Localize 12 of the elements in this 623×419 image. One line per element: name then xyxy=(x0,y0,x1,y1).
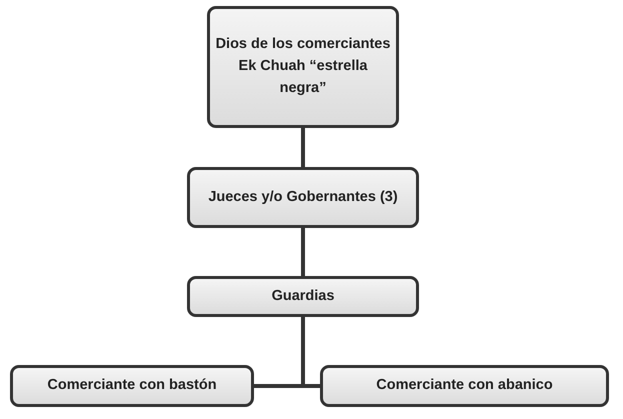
node-label: Dios de los comerciantes Ek Chuah “estrella negra” xyxy=(214,35,392,98)
process-box xyxy=(10,365,254,407)
node-label: Guardias xyxy=(272,286,334,306)
connector-line xyxy=(301,128,305,167)
process-box xyxy=(187,167,419,228)
node-label: Comerciante con abanico xyxy=(376,376,553,396)
process-box xyxy=(187,276,419,317)
node-label: Comerciante con bastón xyxy=(47,376,217,396)
connector-line xyxy=(301,228,305,276)
process-box xyxy=(207,6,399,128)
process-box xyxy=(320,365,609,407)
node-label: Jueces y/o Gobernantes (3) xyxy=(208,188,398,207)
